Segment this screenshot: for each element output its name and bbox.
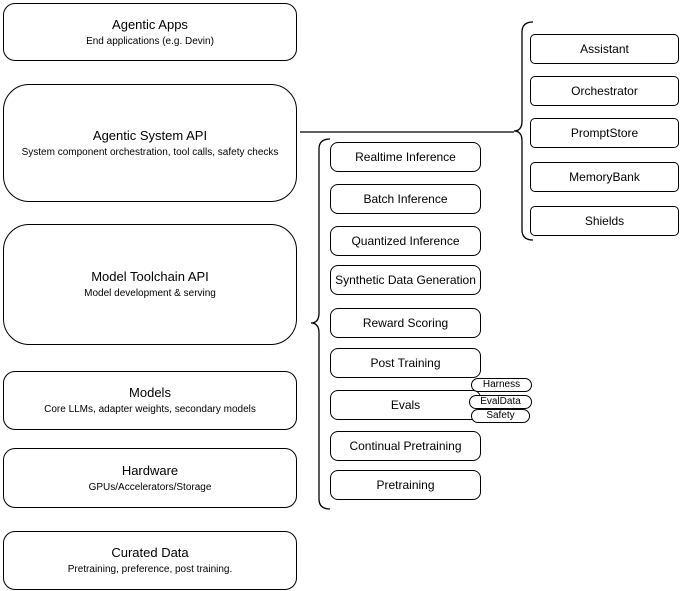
- node-label: PromptStore: [570, 126, 639, 140]
- node-post-training: Post Training: [330, 348, 481, 378]
- node-label: Orchestrator: [571, 84, 638, 98]
- node-label: Continual Pretraining: [349, 439, 462, 453]
- node-subtitle: Core LLMs, adapter weights, secondary mo…: [44, 404, 256, 415]
- tag-evaldata: EvalData: [469, 395, 532, 409]
- node-subtitle: System component orchestration, tool cal…: [21, 146, 279, 158]
- node-promptstore: PromptStore: [530, 118, 679, 148]
- node-label: Batch Inference: [363, 192, 448, 206]
- node-title: Model Toolchain API: [91, 269, 209, 284]
- node-realtime-inference: Realtime Inference: [330, 142, 481, 172]
- node-label: Reward Scoring: [362, 316, 449, 330]
- node-label: Quantized Inference: [351, 234, 460, 248]
- node-label: Synthetic Data Generation: [335, 273, 476, 287]
- tag-label: EvalData: [480, 396, 521, 407]
- node-subtitle: Pretraining, preference, post training.: [67, 564, 233, 575]
- node-memorybank: MemoryBank: [530, 162, 679, 192]
- node-assistant: Assistant: [530, 34, 679, 64]
- node-label: Assistant: [580, 42, 629, 56]
- node-models: Models Core LLMs, adapter weights, secon…: [3, 371, 297, 430]
- node-label: MemoryBank: [569, 170, 640, 184]
- node-agentic-system-api: Agentic System API System component orch…: [3, 84, 297, 202]
- node-label: Pretraining: [376, 478, 435, 492]
- tag-harness: Harness: [471, 378, 532, 392]
- node-model-toolchain-api: Model Toolchain API Model development & …: [3, 224, 297, 345]
- node-title: Agentic System API: [92, 127, 208, 143]
- node-label: Realtime Inference: [355, 150, 456, 164]
- node-continual-pretraining: Continual Pretraining: [330, 431, 481, 461]
- node-label: Post Training: [370, 356, 441, 370]
- tag-safety: Safety: [471, 409, 530, 423]
- node-pretraining: Pretraining: [330, 470, 481, 500]
- node-title: Hardware: [121, 462, 179, 478]
- node-evals: Evals: [330, 390, 481, 420]
- node-quantized-inference: Quantized Inference: [330, 226, 481, 256]
- node-subtitle: Model development & serving: [84, 288, 216, 299]
- node-shields: Shields: [530, 206, 679, 236]
- node-subtitle: GPUs/Accelerators/Storage: [88, 481, 212, 493]
- node-title: Curated Data: [111, 545, 189, 560]
- node-title: Agentic Apps: [112, 16, 188, 32]
- node-synthetic-data-generation: Synthetic Data Generation: [330, 265, 481, 295]
- tag-label: Harness: [482, 379, 521, 390]
- node-hardware: Hardware GPUs/Accelerators/Storage: [3, 448, 297, 508]
- node-batch-inference: Batch Inference: [330, 184, 481, 214]
- node-label: Shields: [584, 214, 625, 228]
- node-orchestrator: Orchestrator: [530, 76, 679, 106]
- toolchain-curly-brace: [310, 138, 331, 510]
- node-label: Evals: [390, 398, 421, 412]
- node-reward-scoring: Reward Scoring: [330, 308, 481, 338]
- node-subtitle: End applications (e.g. Devin): [86, 35, 214, 47]
- tag-label: Safety: [486, 410, 515, 421]
- node-curated-data: Curated Data Pretraining, preference, po…: [3, 531, 297, 590]
- node-title: Models: [129, 385, 171, 400]
- node-agentic-apps: Agentic Apps End applications (e.g. Devi…: [3, 3, 297, 61]
